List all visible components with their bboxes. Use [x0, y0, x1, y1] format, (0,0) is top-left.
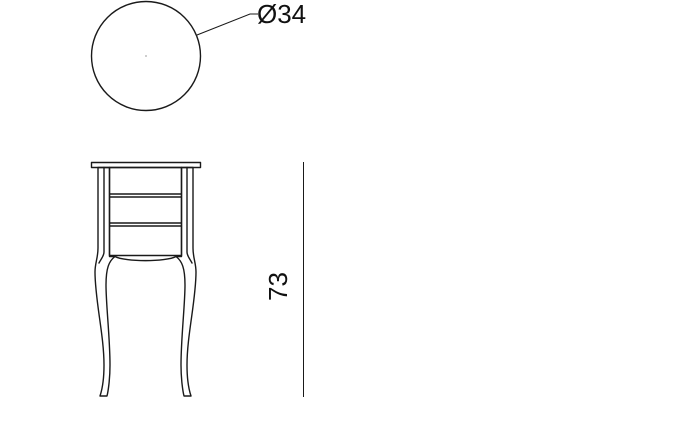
- left-leg-inner-line: [98, 166, 105, 264]
- diameter-label: Ø34: [257, 0, 306, 29]
- apron-curve: [114, 255, 177, 262]
- left-leg: [94, 166, 116, 397]
- center-mark: [145, 55, 147, 57]
- drawer-dividers: [109, 193, 182, 227]
- top-view: Ø34: [90, 0, 306, 112]
- right-leg: [175, 166, 197, 397]
- height-label: 73: [263, 272, 293, 301]
- height-dimension: 73: [263, 162, 304, 397]
- right-leg-inner-line: [186, 166, 193, 264]
- table-top-slab: [90, 161, 202, 169]
- carcass-outline: [108, 166, 183, 257]
- diameter-leader-line: [196, 13, 258, 36]
- tabletop-circle: [90, 0, 202, 112]
- front-view: [90, 161, 202, 397]
